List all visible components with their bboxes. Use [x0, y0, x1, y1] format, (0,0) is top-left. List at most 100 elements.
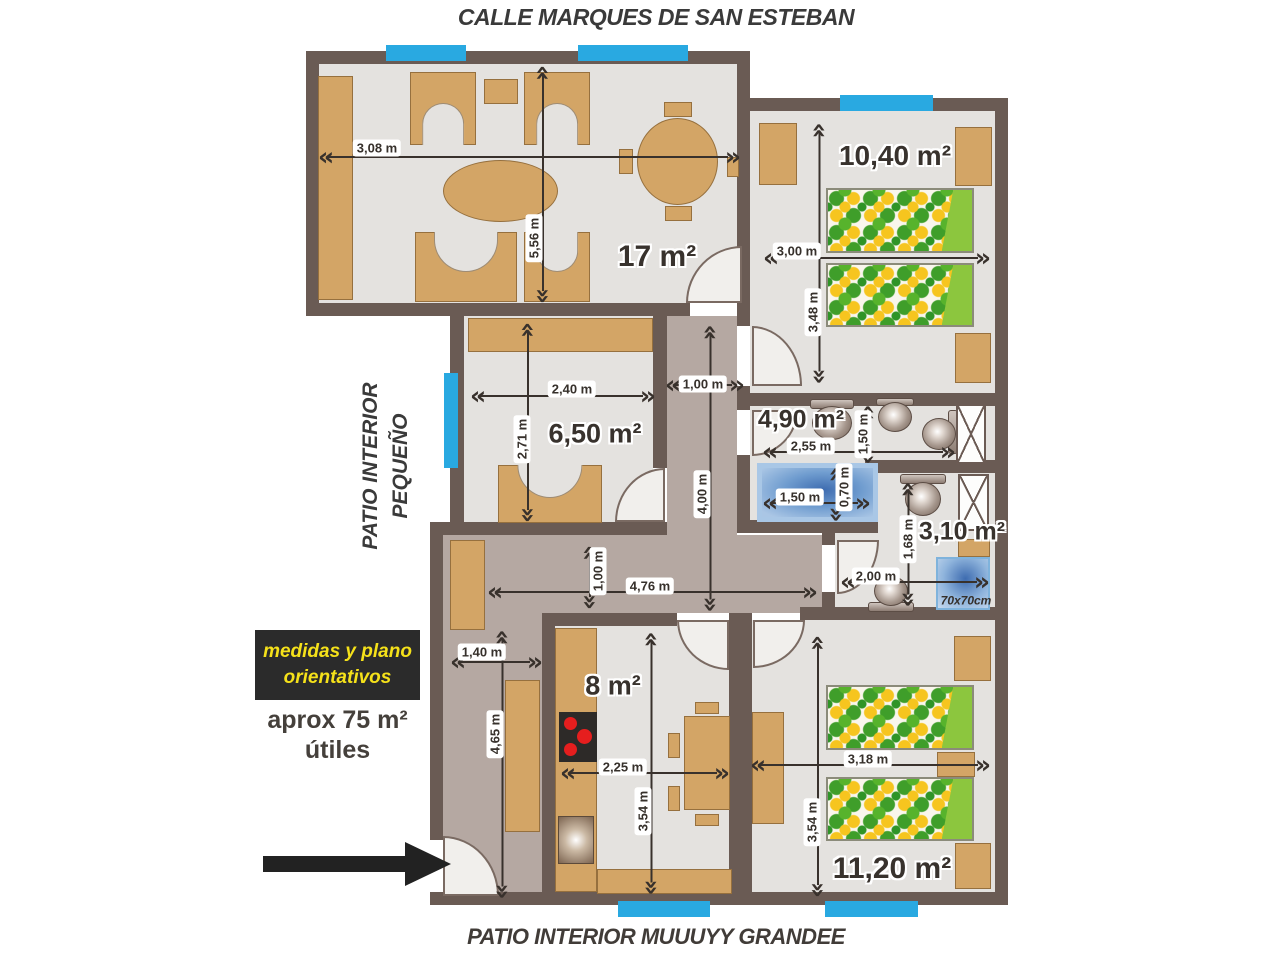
wardrobe [468, 318, 653, 352]
measure-label: 1,00 m [678, 375, 728, 393]
wardrobe [955, 127, 992, 186]
burner-icon [564, 717, 577, 730]
approx-line2: útiles [304, 736, 371, 764]
wall [542, 613, 555, 905]
room-area-kitchen: 8 m² [585, 670, 641, 701]
chair [668, 733, 680, 758]
window [578, 45, 688, 61]
room-area-bath2: 3,10 m² [918, 517, 1006, 546]
wardrobe [955, 843, 991, 889]
wall [995, 98, 1008, 905]
window [386, 45, 466, 61]
measure-label: 2,71 m [513, 414, 531, 464]
measure-arrow [699, 325, 723, 610]
measure-label: 3,54 m [803, 797, 821, 847]
patio-big-label: PATIO INTERIOR MUUUYY GRANDEE [467, 924, 845, 949]
wall [737, 455, 750, 520]
measure-label: 4,65 m [486, 709, 504, 759]
shelf [958, 539, 990, 557]
burner-icon [564, 743, 577, 756]
measure-label: 1,40 m [457, 643, 507, 661]
measure-arrow [318, 145, 738, 169]
room-area-bedroom1: 10,40 m² [838, 140, 952, 171]
measure-label: 3,08 m [352, 139, 402, 157]
chair [668, 786, 680, 811]
measure-label: 2,25 m [598, 758, 648, 776]
wall [436, 522, 667, 535]
note-line2: orientativos [283, 667, 392, 688]
patio-small-label: PATIO INTERIOR PEQUEÑO [356, 346, 420, 586]
window [825, 901, 918, 917]
entrance-arrow-head-icon [405, 842, 451, 886]
measure-label: 3,48 m [804, 287, 822, 337]
patio-small-line2: PEQUEÑO [389, 413, 412, 519]
measure-label: 1,50 m [775, 488, 825, 506]
bed [826, 263, 974, 327]
measure-arrow [763, 246, 988, 270]
measure-label: 3,00 m [772, 242, 822, 260]
sofa [415, 232, 517, 302]
bed [826, 777, 974, 841]
bed-blanket [941, 779, 972, 839]
measure-label: 3,54 m [634, 786, 652, 836]
side-table [484, 79, 518, 104]
room-area-living: 17 m² [617, 240, 697, 273]
bed-blanket [941, 190, 972, 251]
wardrobe [954, 636, 991, 681]
kitchen-sink [558, 816, 594, 864]
wall [306, 303, 690, 316]
window [618, 901, 710, 917]
wall [737, 520, 878, 533]
room-area-bath1: 4,90 m² [757, 405, 845, 434]
measure-label: 3,18 m [843, 750, 893, 768]
measure-arrow [531, 65, 555, 301]
sink [812, 406, 852, 440]
bed [826, 188, 974, 253]
approx-area-label: aprox 75 m² útiles [255, 705, 420, 765]
cabinet [450, 540, 485, 630]
measure-label: 2,00 m [851, 567, 901, 585]
note-line1: medidas y plano [263, 641, 412, 662]
measure-label: 2,55 m [786, 437, 836, 455]
measure-label: 5,56 m [525, 213, 543, 263]
bed-blanket [941, 265, 972, 325]
window [444, 373, 458, 468]
measure-label: 1,00 m [589, 546, 607, 596]
measure-label: 4,00 m [693, 469, 711, 519]
approx-line1: aprox 75 m² [267, 706, 408, 734]
window [840, 95, 933, 111]
sink [878, 402, 912, 432]
measure-label: 1,68 m [899, 514, 917, 564]
chair [695, 702, 719, 714]
measure-label: 2,40 m [547, 380, 597, 398]
measure-label: 1,50 m [854, 409, 872, 459]
wall [542, 613, 677, 626]
shower-column [956, 404, 986, 464]
street-label: CALLE MARQUES DE SAN ESTEBAN [457, 4, 855, 30]
wall [653, 303, 667, 468]
shower-column [958, 474, 989, 531]
shower-size-label: 70x70cm [940, 593, 992, 608]
measure-label: 0,70 m [835, 462, 853, 512]
wall [737, 393, 1008, 406]
bed-blanket [941, 687, 972, 748]
wardrobe [955, 333, 991, 383]
armchair [410, 72, 476, 145]
wall [430, 522, 443, 840]
wall [306, 51, 319, 316]
sideboard [318, 76, 353, 300]
measure-arrow [806, 635, 830, 895]
wall [800, 607, 1008, 620]
entrance-arrow-icon [263, 856, 405, 872]
room-area-bedroom2: 11,20 m² [832, 852, 952, 885]
nightstand [759, 123, 797, 185]
stove [559, 712, 597, 762]
bed [826, 685, 974, 750]
burner-icon [577, 729, 592, 744]
room-area-study: 6,50 m² [548, 418, 642, 449]
chair [695, 814, 719, 826]
measure-arrow [491, 630, 515, 897]
measure-label: 4,76 m [625, 577, 675, 595]
chair [664, 102, 692, 117]
